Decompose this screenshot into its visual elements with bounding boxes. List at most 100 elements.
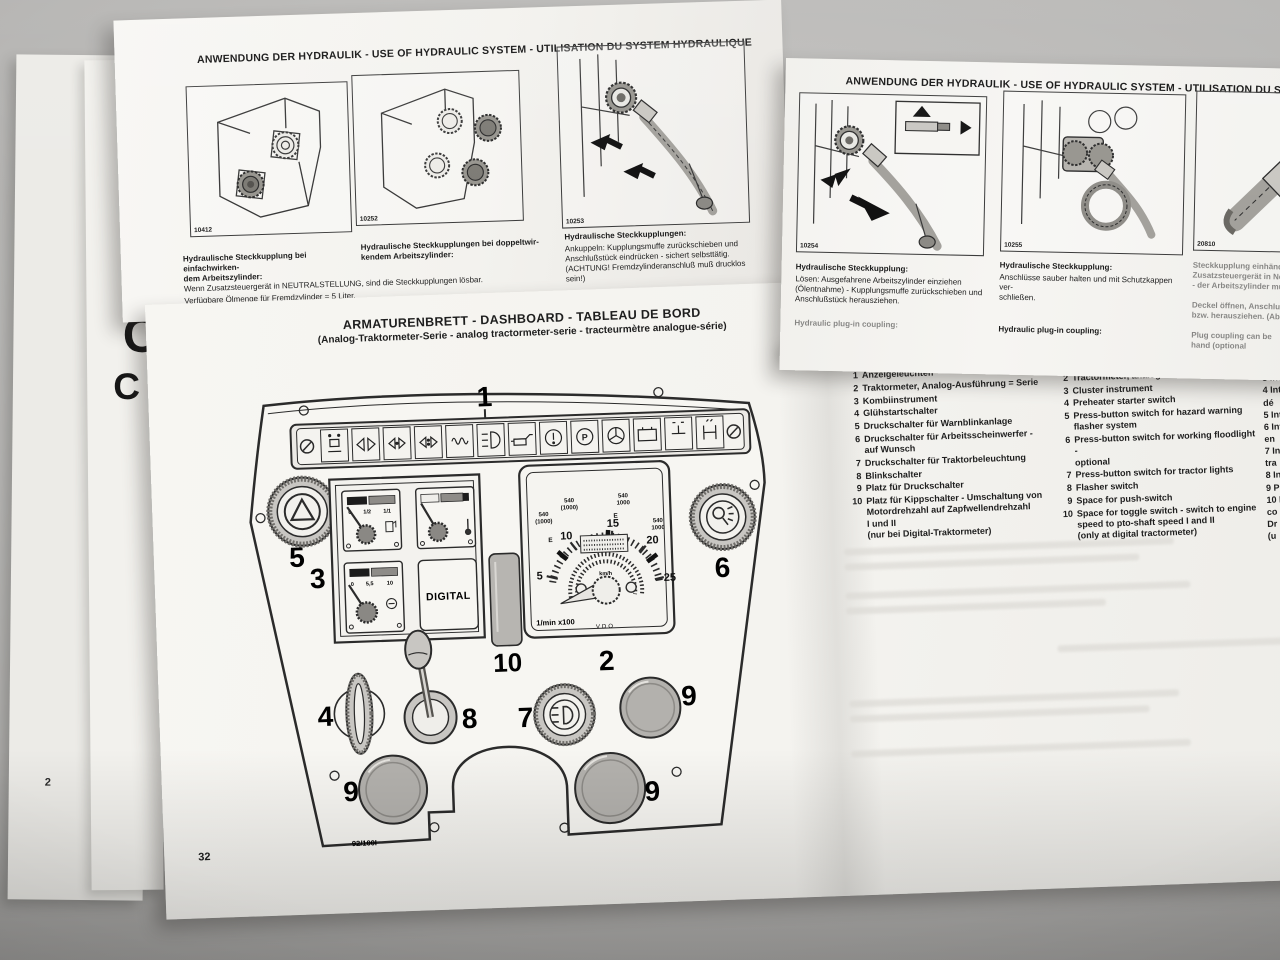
- callout-4: 4: [317, 701, 334, 733]
- coupler-dark: [1062, 136, 1115, 173]
- caption-right-3-clipped: Steckkupplung einhänd Zusatzsteuergerät …: [1191, 259, 1280, 354]
- parking-brake-icon: P: [576, 428, 594, 446]
- coupler-dark: [834, 125, 865, 156]
- fuel-gauge: 0 1/2 1/1: [341, 488, 403, 552]
- trailer-2-signal-icon: [419, 435, 438, 449]
- pto-label: 540: [564, 498, 575, 504]
- floodlight-icon: [712, 505, 734, 526]
- figure-number: 20810: [1197, 240, 1216, 249]
- callout-6: 6: [714, 552, 731, 584]
- caption-body: Lösen: Ausgefahrene Arbeitszylinder einz…: [794, 274, 983, 306]
- turn-signal-icon: [356, 437, 376, 452]
- caption-left-3: Hydraulische Steckkupplungen: Ankuppeln:…: [564, 226, 776, 285]
- tractor-implement-icon: [328, 433, 342, 453]
- glow-plug-icon: [451, 437, 469, 445]
- alternator-icon: [607, 427, 625, 445]
- callout-3: 3: [309, 563, 326, 595]
- coupler-dark: [461, 113, 502, 187]
- pto-label: 540: [618, 493, 629, 499]
- flasher-toggle-switch: [403, 629, 458, 745]
- callout-2: 2: [598, 645, 615, 677]
- coupler-dark: [236, 170, 265, 199]
- e-mark: E: [548, 537, 553, 544]
- caption-right-1: Hydraulische Steckkupplung: Lösen: Ausge…: [794, 262, 985, 332]
- coupler-light: [271, 131, 300, 160]
- partial-letter: C: [113, 365, 141, 408]
- hose-plug: [632, 99, 718, 216]
- tick-25: 25: [664, 572, 677, 584]
- fuel-scale-half: 1/2: [363, 509, 371, 515]
- figure-coupling-protect: 10255: [999, 90, 1187, 256]
- caption-body: Anschlüsse sauber halten und mit Schutzk…: [998, 272, 1173, 303]
- callout-1: 1: [476, 381, 493, 413]
- pto-label: 1000: [651, 525, 665, 531]
- push-switch-space: [619, 676, 682, 739]
- hose-closeup: [1223, 101, 1280, 236]
- working-floodlight-button: [688, 482, 757, 551]
- coupler-drawing: [217, 97, 322, 218]
- pto-label: 1000: [616, 500, 630, 506]
- page-dashboard-spread: ARMATURENBRETT - DASHBOARD - TABLEAU DE …: [145, 261, 1280, 920]
- figure-double-acting-couplings: 10252: [351, 69, 524, 227]
- hose-plug: [862, 142, 942, 251]
- volt-scale-0: 0: [351, 582, 354, 588]
- coupler-drawing: [812, 99, 981, 251]
- push-switch-space: [574, 752, 647, 825]
- inset-plug-detail: [894, 100, 981, 156]
- screw-icon: [726, 424, 742, 439]
- pto-icon: [671, 421, 686, 435]
- coupler-drawing: [1223, 101, 1280, 236]
- callout-9b: 9: [343, 776, 360, 808]
- hose-ring: [1080, 159, 1156, 239]
- tick-10: 10: [560, 530, 573, 542]
- warning-light-strip: P: [289, 408, 752, 470]
- screw-icon: [299, 439, 315, 454]
- thermometer-icon: [464, 518, 472, 536]
- pto-label: (1000): [535, 519, 553, 526]
- hazard-warning-button: [266, 475, 339, 548]
- callout-7: 7: [517, 702, 534, 734]
- callout-8: 8: [461, 703, 478, 735]
- four-wheel-drive-icon: [702, 418, 717, 440]
- figure-number: 10255: [1004, 241, 1023, 249]
- caption-right-2: Hydraulische Steckkupplung: Anschlüsse s…: [998, 261, 1180, 339]
- caption-title: Hydraulische Steckkupplungen bei doppelt…: [360, 237, 539, 262]
- fuel-scale-0: 0: [348, 510, 351, 516]
- pto-label: 540: [653, 518, 664, 524]
- caption-english: Hydraulic plug-in coupling:: [794, 318, 899, 330]
- tick-15: 15: [607, 518, 620, 530]
- show-through: [850, 738, 1192, 758]
- caption-english: Hydraulic plug-in coupling:: [998, 324, 1103, 336]
- trailer-1-signal-icon: [388, 436, 406, 450]
- coupler-light: [424, 108, 463, 179]
- direction-arrows: [820, 168, 890, 221]
- headlight-icon: [551, 705, 574, 725]
- show-through: [1057, 637, 1280, 653]
- page-hydraulics-right: ANWENDUNG DER HYDRAULIK - USE OF HYDRAUL…: [779, 58, 1280, 382]
- pto-label: (1000): [561, 505, 579, 512]
- needle-hub: [591, 575, 621, 605]
- callout-9c: 9: [644, 775, 661, 807]
- page-number-dashboard: 32: [198, 851, 211, 864]
- mounting-holes: [255, 386, 760, 833]
- fuel-pump-icon: [385, 520, 397, 533]
- caption-body: Ankuppeln: Kupplungsmuffe zurückschieben…: [564, 239, 746, 284]
- callout-5: 5: [289, 542, 306, 574]
- cluster-instrument: 0 1/2 1/1: [328, 473, 486, 644]
- preheater-starter-switch: [333, 672, 386, 755]
- coupler-drawing: [380, 88, 502, 209]
- gear-speed-table: [579, 533, 629, 554]
- figure-number: 10253: [565, 217, 585, 226]
- volt-gauge: 0 5,5 10: [343, 560, 406, 634]
- toggle-switch-space: [488, 552, 523, 647]
- battery-icon: [637, 426, 658, 442]
- callout-10: 10: [493, 647, 523, 678]
- figure-hose-closeup: 20810: [1193, 90, 1280, 255]
- show-through: [845, 580, 1191, 600]
- rpm-unit-label: 1/min x100: [536, 617, 575, 627]
- e-mark: E: [613, 513, 618, 520]
